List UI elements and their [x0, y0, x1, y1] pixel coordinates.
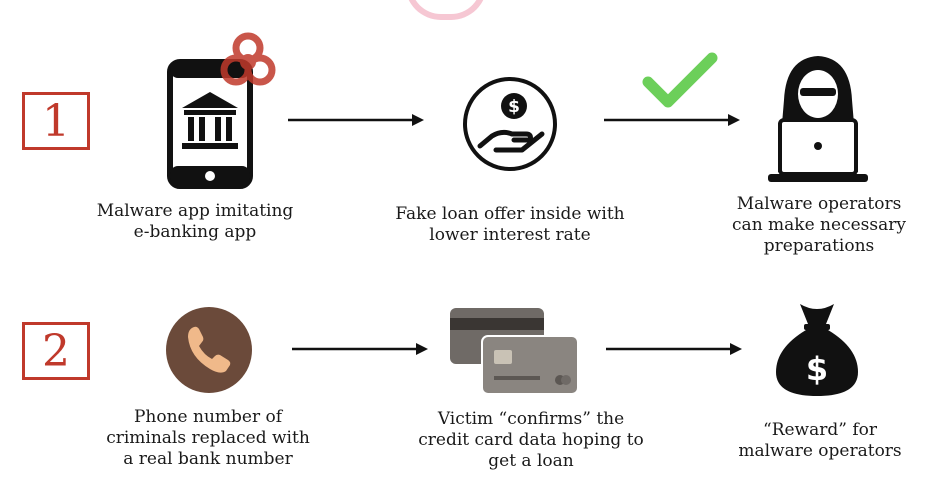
caption-row2-node2: Victim “confirms” the credit card data h…	[396, 409, 666, 472]
check-mark-icon	[642, 52, 718, 114]
caption-line: Victim “confirms” the	[437, 409, 625, 429]
caption-line: credit card data hoping to	[418, 430, 644, 450]
hand-coin-icon: $	[462, 76, 558, 176]
caption-line: e-banking app	[133, 222, 257, 242]
caption-row1-node1: Malware app imitating e-banking app	[90, 201, 300, 243]
caption-line: malware operators	[738, 441, 902, 461]
money-bag-icon: $	[770, 300, 864, 404]
arrow-5-6	[606, 343, 742, 355]
caption-row2-node1: Phone number of criminals replaced with …	[98, 407, 318, 470]
step-number-box-1: 1	[22, 92, 90, 150]
caption-row1-node3: Malware operators can make necessary pre…	[714, 194, 924, 257]
caption-line: Malware app imitating	[96, 201, 294, 221]
caption-line: get a loan	[488, 451, 574, 471]
step-number-2: 2	[42, 325, 70, 377]
caption-line: criminals replaced with	[106, 428, 310, 448]
arrow-2-3	[604, 114, 740, 126]
caption-line: Phone number of	[133, 407, 283, 427]
caption-line: “Reward” for	[763, 420, 877, 440]
hacker-laptop-icon	[768, 52, 868, 188]
arrow-1-2	[288, 114, 424, 126]
svg-text:$: $	[806, 350, 828, 388]
svg-text:$: $	[508, 97, 520, 117]
phone-bank-biohazard-icon	[166, 28, 286, 194]
caption-line: preparations	[763, 236, 875, 256]
decorative-arc	[405, 0, 487, 20]
phone-call-icon	[164, 305, 254, 399]
caption-line: Fake loan offer inside with	[395, 204, 625, 224]
caption-row2-node3: “Reward” for malware operators	[720, 420, 920, 462]
caption-line: lower interest rate	[429, 225, 591, 245]
step-number-1: 1	[42, 95, 70, 147]
caption-line: Malware operators	[736, 194, 902, 214]
step-number-box-2: 2	[22, 322, 90, 380]
credit-cards-icon	[448, 306, 580, 400]
arrow-4-5	[292, 343, 428, 355]
caption-line: can make necessary	[732, 215, 906, 235]
caption-row1-node2: Fake loan offer inside with lower intere…	[372, 204, 648, 246]
caption-line: a real bank number	[123, 449, 293, 469]
